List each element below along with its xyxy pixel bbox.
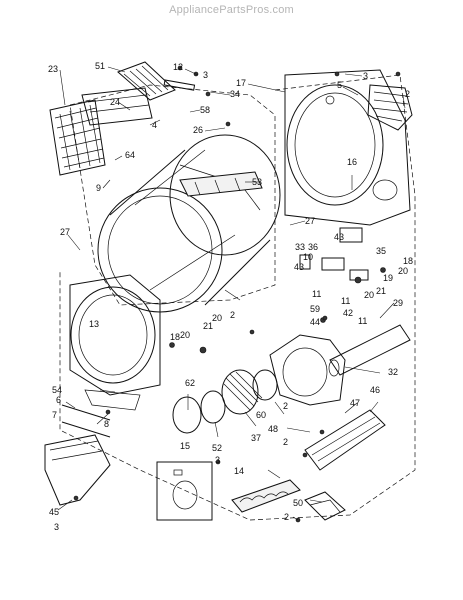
- callout-label: 47: [350, 398, 360, 408]
- callout-label: 6: [56, 395, 61, 405]
- front-lint-duct: [44, 434, 111, 506]
- callout-label: 2: [230, 310, 235, 320]
- drum: [97, 134, 281, 313]
- callout-label: 37: [251, 433, 261, 443]
- callout-label: 35: [376, 246, 386, 256]
- leader-lines: [57, 66, 406, 521]
- front-bulkhead: [69, 274, 161, 411]
- callout-label: 43: [294, 262, 304, 272]
- blower-housing: [269, 334, 346, 406]
- callout-label: 5: [337, 80, 342, 90]
- callout-label: 8: [104, 419, 109, 429]
- heater-assembly: [304, 409, 386, 471]
- callout-label: 42: [343, 308, 353, 318]
- callout-label: 24: [110, 97, 120, 107]
- callout-label: 46: [370, 385, 380, 395]
- top-lint-housing: [81, 61, 196, 126]
- callout-label: 60: [256, 410, 266, 420]
- callout-label: 27: [60, 227, 70, 237]
- callout-label: 45: [49, 507, 59, 517]
- callout-label: 18: [403, 256, 413, 266]
- callout-label: 64: [125, 150, 135, 160]
- callout-label: 58: [200, 105, 210, 115]
- seals: [172, 390, 226, 434]
- callout-label: 3: [203, 70, 208, 80]
- callout-label: 4: [152, 120, 157, 130]
- callout-label: 10: [303, 252, 313, 262]
- callout-label: 34: [230, 89, 240, 99]
- sensors: [169, 227, 386, 354]
- callout-label: 29: [393, 298, 403, 308]
- callout-label: 9: [96, 183, 101, 193]
- assembly-boundaries: [59, 74, 416, 521]
- callout-label: 20: [364, 290, 374, 300]
- callout-label: 48: [268, 424, 278, 434]
- callout-labels: 51 12 3 23 24 58 4 34 17 3 5 2 26 64 9 5…: [48, 61, 413, 532]
- callout-label: 21: [376, 286, 386, 296]
- callout-label: 2: [405, 89, 410, 99]
- callout-label: 11: [341, 296, 350, 306]
- callout-label: 2: [284, 512, 289, 522]
- callout-label: 32: [388, 367, 398, 377]
- rear-grille: [367, 84, 413, 131]
- callout-label: 33: [295, 242, 305, 252]
- callout-label: 16: [347, 157, 357, 167]
- callout-label: 53: [252, 177, 262, 187]
- callout-label: 11: [312, 289, 321, 299]
- callout-label: 20: [212, 313, 222, 323]
- callout-label: 21: [203, 321, 213, 331]
- callout-label: 44: [310, 317, 320, 327]
- callout-label: 18: [170, 332, 180, 342]
- callout-label: 23: [48, 64, 58, 74]
- lint-screen: [49, 99, 106, 176]
- callout-label: 2: [283, 437, 288, 447]
- rods: [61, 404, 111, 438]
- callout-label: 62: [185, 378, 195, 388]
- rear-bulkhead: [284, 69, 411, 226]
- callout-label: 20: [180, 330, 190, 340]
- belt-box: [156, 461, 213, 521]
- callout-label: 51: [95, 61, 105, 71]
- callout-label: 54: [52, 385, 62, 395]
- callout-label: 12: [173, 62, 183, 72]
- callout-label: 17: [236, 78, 246, 88]
- callout-label: 3: [215, 455, 220, 465]
- callout-label: 19: [383, 273, 393, 283]
- callout-label: 52: [212, 443, 222, 453]
- callout-label: 36: [308, 242, 318, 252]
- callout-label: 7: [52, 410, 57, 420]
- callout-label: 26: [193, 125, 203, 135]
- callout-label: 2: [283, 401, 288, 411]
- callout-label: 3: [54, 522, 59, 532]
- callout-label: 14: [234, 466, 244, 476]
- callout-label: 11: [358, 316, 367, 326]
- callout-label: 27: [305, 216, 315, 226]
- blower-wheel: [221, 369, 278, 415]
- screws: [73, 65, 401, 523]
- watermark: AppliancePartsPros.com: [169, 4, 294, 16]
- callout-label: 20: [398, 266, 408, 276]
- callout-label: 3: [363, 71, 368, 81]
- exhaust-duct: [328, 324, 411, 377]
- callout-label: 15: [180, 441, 190, 451]
- callout-label: 59: [310, 304, 320, 314]
- callout-label: 43: [334, 232, 344, 242]
- callout-label: 13: [89, 319, 99, 329]
- heating-element: [231, 479, 301, 513]
- callout-label: 50: [293, 498, 303, 508]
- bracket: [304, 491, 346, 521]
